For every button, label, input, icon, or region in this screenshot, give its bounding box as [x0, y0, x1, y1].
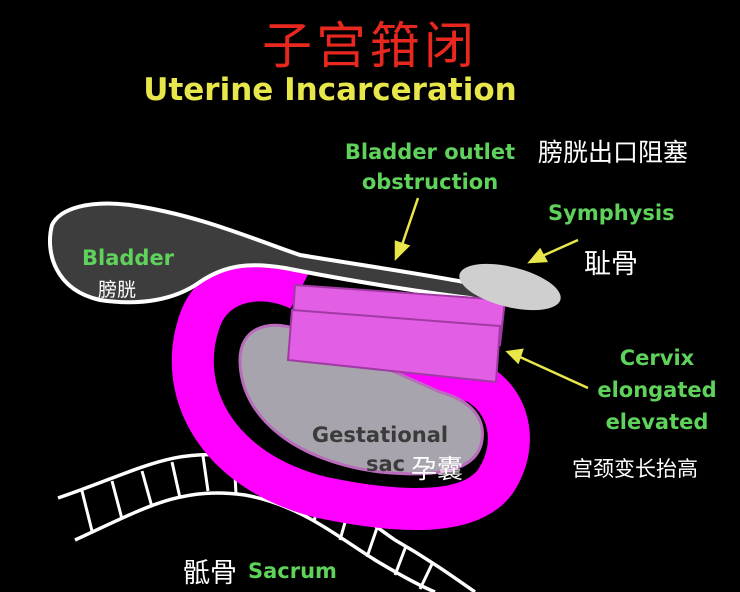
bladder-outlet-arrow: [400, 197, 420, 246]
bladder-label: Bladder: [82, 246, 175, 270]
bladder-outlet-line2: obstruction: [361, 170, 499, 194]
bladder-outlet-line1: Bladder outlet: [344, 140, 516, 164]
cervix-shape: [286, 283, 507, 384]
cervix-line3: elevated: [605, 410, 709, 434]
sacrum-cn-label: 骶骨: [183, 558, 237, 589]
bladder-outlet-label: Bladder outlet obstruction: [330, 137, 530, 197]
gestational-line1: Gestational: [311, 423, 449, 447]
cervix-cn-label: 宫颈变长抬高: [572, 457, 698, 481]
symphysis-label: Symphysis: [548, 201, 675, 225]
uterus-shape: [171, 259, 530, 531]
gestational-line2: sac: [366, 452, 406, 476]
title-en: Uterine Incarceration: [143, 72, 517, 108]
symphysis-arrow: [539, 238, 579, 259]
symphysis-shape: [459, 263, 561, 311]
cervix-label: Cervix elongated elevated: [582, 342, 732, 438]
gestational-cn-label: 孕囊: [411, 455, 464, 485]
gestational-sac-shape: [238, 324, 484, 476]
sacrum-label: Sacrum: [248, 559, 337, 583]
cervix-arrow: [519, 355, 589, 390]
bladder-outlet-cn-label: 膀胱出口阻塞: [538, 138, 689, 167]
cervix-line1: Cervix: [619, 346, 695, 370]
arrows: [394, 197, 589, 390]
bladder-cn-label: 膀胱: [98, 279, 137, 301]
symphysis-cn-label: 耻骨: [584, 249, 638, 280]
title-cn: 子宫箝闭: [262, 17, 478, 75]
gestational-sac-label: Gestational: [300, 420, 460, 450]
cervix-line2: elongated: [597, 378, 717, 402]
